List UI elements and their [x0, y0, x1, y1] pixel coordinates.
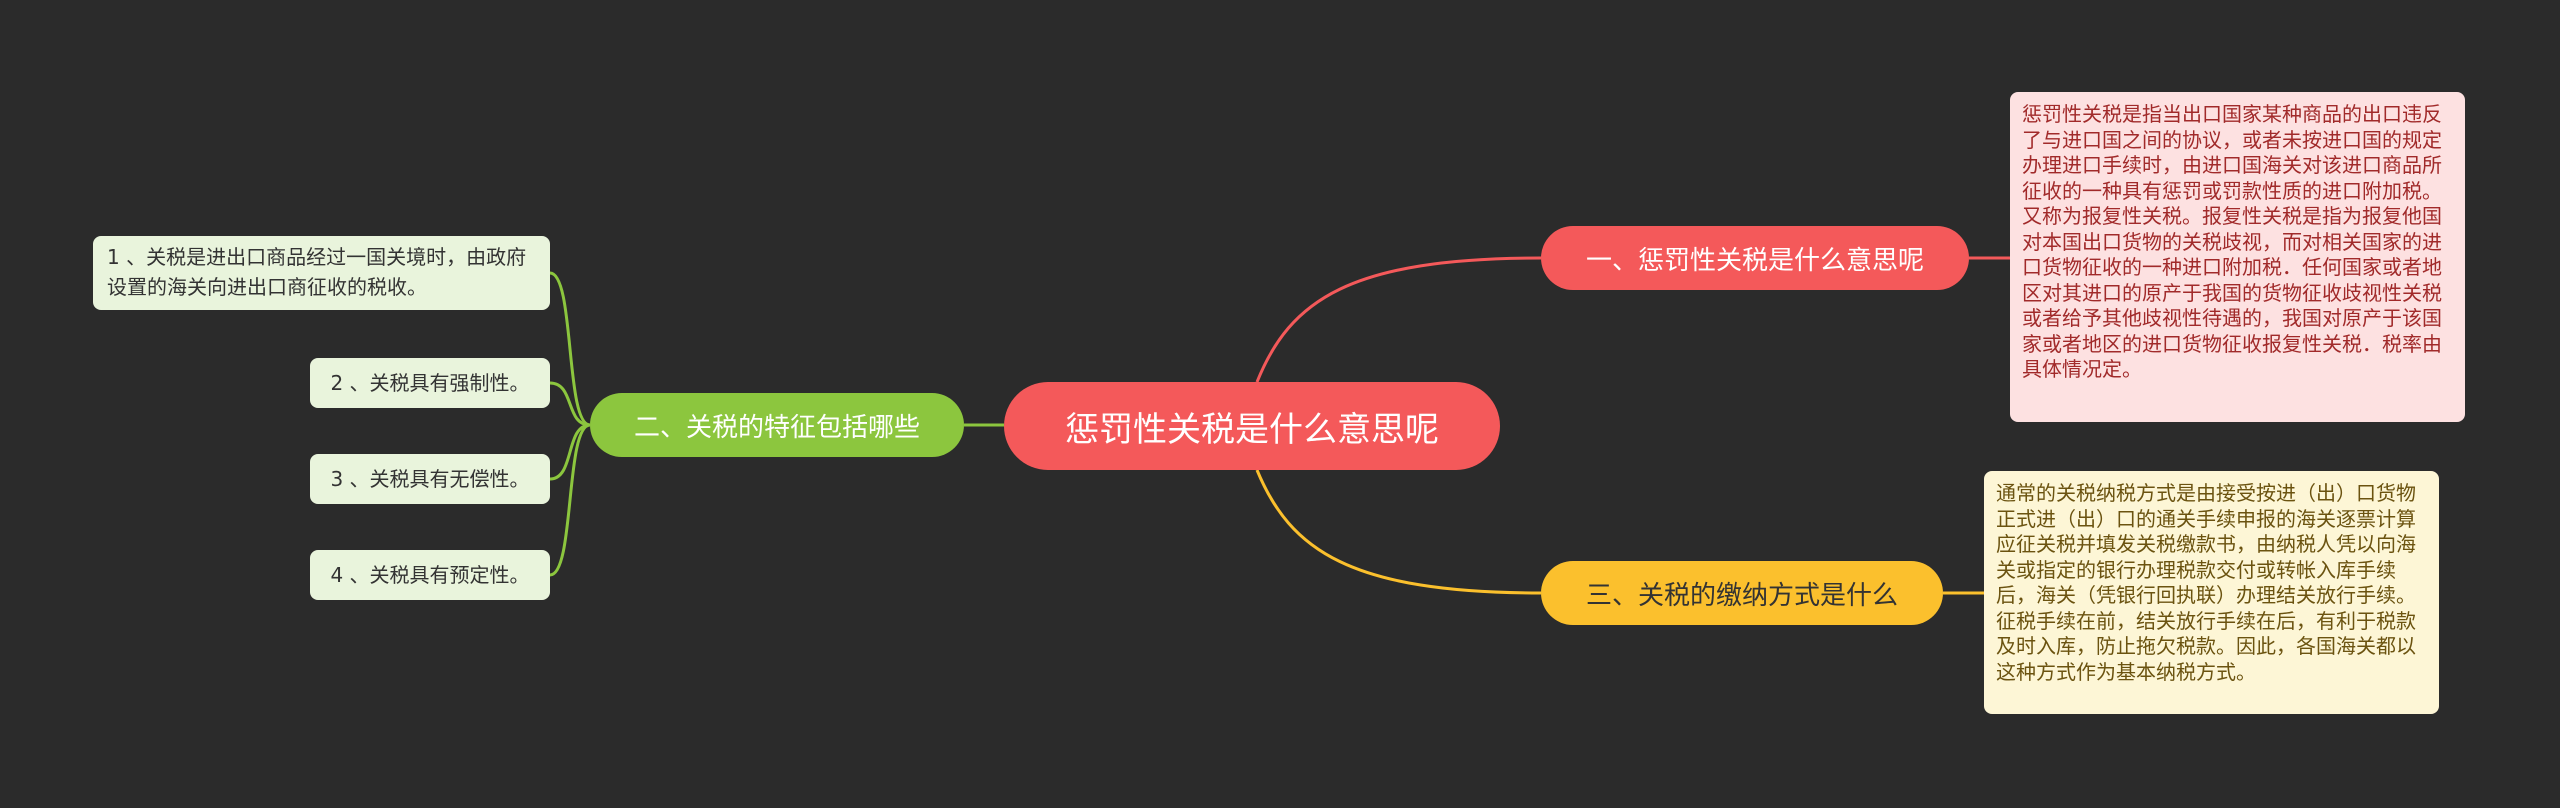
leaf-feature-3[interactable]: 3 、关税具有无偿性。	[310, 454, 550, 504]
leaf-feature-4[interactable]: 4 、关税具有预定性。	[310, 550, 550, 600]
leaf-feature-2[interactable]: 2 、关税具有强制性。	[310, 358, 550, 408]
branch-punitive-tariff-meaning[interactable]: 一、惩罚性关税是什么意思呢	[1541, 226, 1969, 290]
connector-branch2-leaf3	[549, 423, 591, 481]
connector-branch2-leaf1	[549, 271, 591, 427]
branch-tariff-features[interactable]: 二、关税的特征包括哪些	[590, 393, 964, 457]
connector-root-branch1	[1255, 256, 1542, 383]
detail-payment-method[interactable]: 通常的关税纳税方式是由接受按进（出）口货物正式进（出）口的通关手续申报的海关逐票…	[1984, 471, 2439, 714]
root-topic[interactable]: 惩罚性关税是什么意思呢	[1004, 382, 1500, 470]
detail-punitive-tariff[interactable]: 惩罚性关税是指当出口国家某种商品的出口违反了与进口国之间的协议，或者未按进口国的…	[2010, 92, 2465, 422]
connector-branch2-leaf2	[549, 381, 591, 427]
branch-tariff-payment-method[interactable]: 三、关税的缴纳方式是什么	[1541, 561, 1943, 625]
connector-branch2-leaf4	[549, 423, 591, 577]
connector-root-branch3	[1255, 469, 1542, 595]
leaf-feature-1[interactable]: 1 、关税是进出口商品经过一国关境时，由政府设置的海关向进出口商征收的税收。	[93, 236, 550, 310]
